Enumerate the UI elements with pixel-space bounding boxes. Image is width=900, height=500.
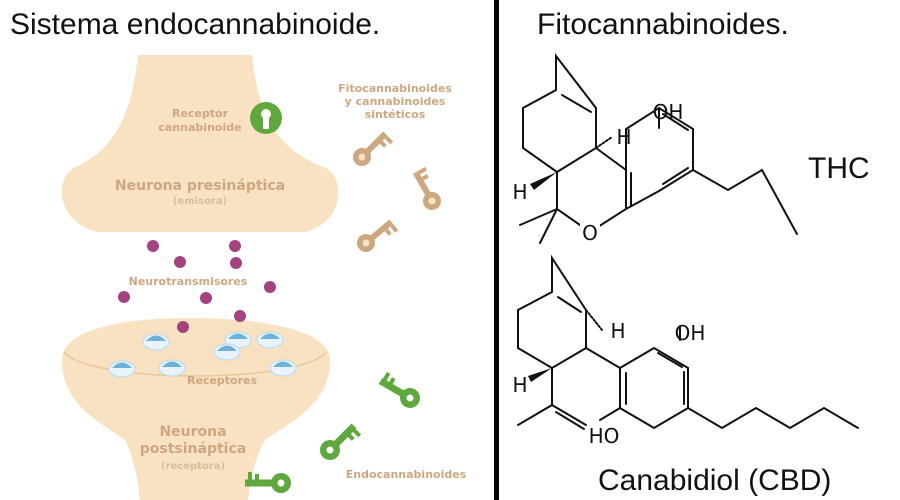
thc-oxygen-mask: [580, 222, 600, 242]
key-icon: [320, 423, 362, 460]
neurotransmitter-dot: [147, 240, 159, 252]
right-title: Fitocannabinoides.: [537, 8, 789, 41]
receptor-icon: [256, 331, 284, 349]
key-icon: [378, 371, 420, 408]
neurotransmitter-dot: [177, 321, 189, 333]
neurotransmitter-dot: [229, 240, 241, 252]
thc-o-label: O: [582, 221, 598, 245]
key-icon: [412, 166, 441, 210]
cbd-h-left-label: H: [512, 373, 527, 397]
neurotransmitter-dot: [174, 256, 186, 268]
receptor-icon: [213, 343, 241, 361]
cbd-name: Canabidiol (CBD): [598, 464, 831, 497]
neurotransmitter-dot: [230, 257, 242, 269]
neurotransmitter-dots: [118, 240, 276, 333]
presynaptic-neuron: [61, 55, 339, 232]
cbd-wedge-bond: [528, 368, 552, 382]
postsynaptic-role-label: (receptora): [161, 461, 225, 472]
receptor-icon: [158, 359, 186, 377]
receptor-icon: [108, 360, 136, 378]
thc-name: THC: [808, 152, 870, 185]
cbd-h-top-label: H: [610, 319, 625, 343]
cbd-structure: [517, 254, 859, 430]
receptors-label: Receptores: [187, 374, 257, 387]
postsynaptic-neuron-shape: [62, 318, 330, 500]
postsynaptic-membrane-line: [63, 351, 327, 377]
receptor-icon: [269, 359, 297, 377]
cbd-ho-bottom-label: HO: [589, 424, 620, 448]
neurotransmitter-dot: [200, 292, 212, 304]
receptor-icon: [142, 333, 170, 351]
neurotransmitter-dot: [118, 291, 130, 303]
presynaptic-neuron-shape: [61, 55, 339, 232]
receptor-sites: [108, 331, 297, 378]
neurotransmitter-dot: [234, 310, 246, 322]
thc-h-top-label: H: [616, 125, 631, 149]
thc-wedge-bond: [530, 172, 557, 190]
neurotransmitter-dot: [264, 281, 276, 293]
postsynaptic-neuron: [62, 318, 330, 500]
key-icon: [353, 131, 394, 166]
panel-divider: [494, 0, 499, 500]
thc-structure: [519, 53, 798, 244]
key-icon: [357, 219, 399, 252]
thc-oh-label: OH: [653, 100, 684, 124]
receptor-keyhole-icon: [250, 102, 282, 134]
neurotransmitters-label: Neurotransmisores: [129, 275, 248, 288]
left-title: Sistema endocannabinoide.: [10, 8, 381, 41]
thc-h-left-label: H: [512, 180, 527, 204]
presynaptic-neuron-label: Neurona presináptica: [115, 178, 285, 194]
cbd-oh-top-label: OH: [675, 321, 706, 345]
presynaptic-role-label: (emisora): [173, 196, 227, 207]
key-icon: [245, 472, 291, 493]
endocannabinoids-label: Endocannabinoides: [346, 468, 467, 481]
